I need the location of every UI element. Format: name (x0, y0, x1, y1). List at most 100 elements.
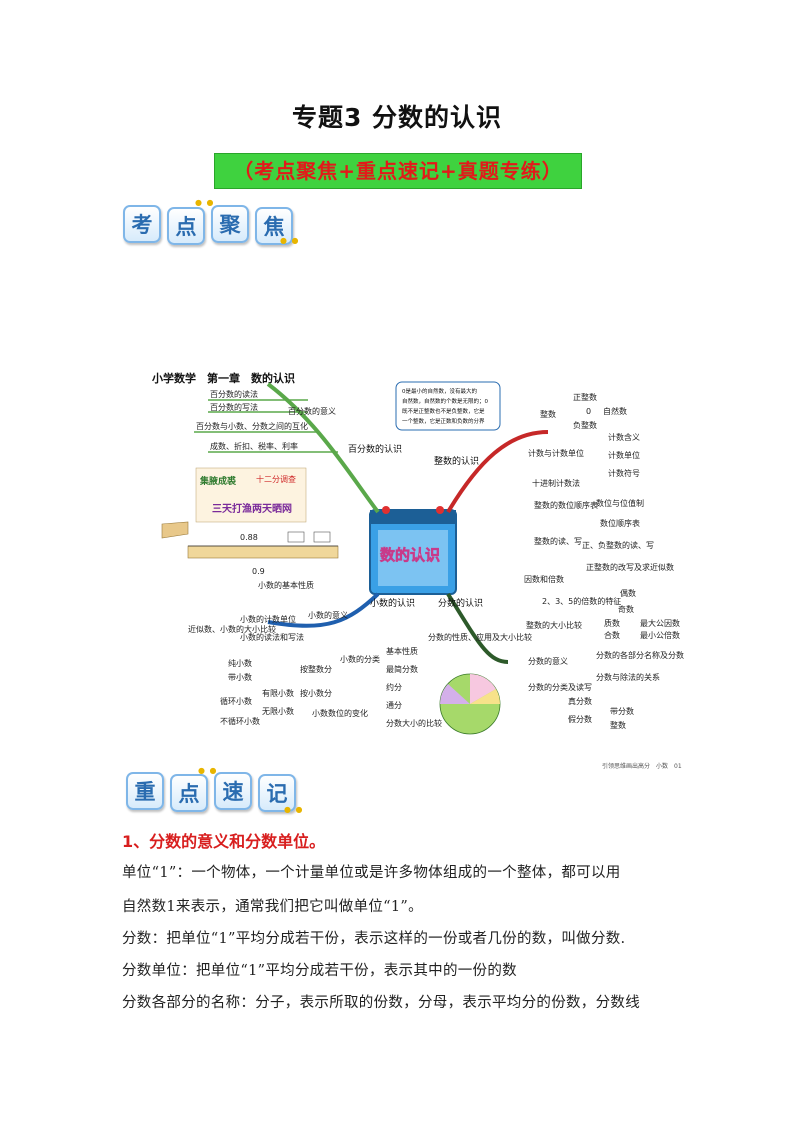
integer-item: 最大公因数 (640, 618, 680, 628)
fraction-item: 假分数 (568, 714, 592, 724)
stamp-text: 三天打渔两天晒网 (212, 502, 292, 515)
section-tile: 记 (258, 774, 296, 812)
subtitle-banner: （考点聚焦+重点速记+真题专练） (214, 153, 582, 189)
fraction-pie-image (439, 673, 501, 735)
integer-item: 最小公倍数 (640, 630, 680, 640)
decimal-item: 小数的意义 (308, 610, 348, 620)
ruler-image: 0.88 0.9 (161, 521, 339, 576)
center-title: 数的认识 (380, 546, 440, 564)
mindmap-footer: 引领思维画出高分 小数 01 (602, 762, 682, 770)
ruler-label: 0.88 (240, 533, 258, 542)
section-tile: 重 (126, 772, 164, 810)
section-tile: 点 (170, 774, 208, 812)
notes-line: 分数单位：把单位“1”平均分成若干份，表示其中的一份的数 (122, 963, 517, 979)
integer-item: 2、3、5的倍数的特征 (542, 596, 621, 606)
callout-line: 0是最小的自然数，没有最大的 (402, 387, 478, 395)
notes-line: 单位“1”：一个物体，一个计量单位或是许多物体组成的一个整体，都可以用 (122, 865, 621, 881)
integer-item: 整数 (540, 409, 556, 419)
decimal-item: 有限小数 (262, 688, 294, 698)
integer-item: 计数单位 (608, 450, 640, 460)
fraction-item: 最简分数 (386, 664, 418, 674)
integer-item: 整数的大小比较 (526, 620, 582, 630)
center-calendar: 数的认识 (369, 506, 457, 595)
stamp-red: 集腋成裘 (199, 475, 237, 487)
percent-item: 百分数的意义 (288, 406, 336, 416)
fraction-item: 分数的性质、应用及大小比较 (428, 632, 532, 642)
integer-item: 负整数 (573, 420, 597, 430)
percent-item: 百分数的写法 (210, 402, 258, 412)
section-tile: 聚 (211, 205, 249, 243)
decor-dots-icon: ● ● (280, 236, 300, 245)
integer-item: 合数 (604, 630, 620, 640)
percent-item: 成数、折扣、税率、利率 (210, 441, 298, 451)
percent-item: 百分数的读法 (210, 389, 258, 399)
decimal-item: 按整数分 (300, 664, 332, 674)
stamp-top: 十二分调查 (256, 474, 296, 484)
integer-item: 自然数 (603, 406, 627, 416)
decimal-item: 小数数位的变化 (312, 708, 368, 718)
fraction-item: 通分 (386, 700, 402, 710)
percent-item: 百分数与小数、分数之间的互化 (196, 421, 308, 431)
callout-line: 自然数，自然数的个数是无限的；0 (402, 397, 489, 405)
integer-item: 整数的读、写 (534, 536, 582, 546)
decimal-item: 按小数分 (300, 688, 332, 698)
section-tiles-notes: 重 点 速 记 (126, 772, 296, 812)
callout-line: 一个整数，它是正数和负数的分界 (402, 417, 485, 425)
fraction-item: 基本性质 (386, 646, 418, 656)
mindmap-heading: 小学数学 第一章 数的认识 (151, 371, 295, 385)
decimal-item: 近似数、小数的大小比较 (188, 624, 276, 634)
fraction-item: 分数的分类及读写 (528, 682, 592, 692)
fraction-item: 整数 (610, 720, 626, 730)
fraction-item: 分数大小的比较 (386, 718, 442, 728)
fraction-item: 约分 (386, 682, 402, 692)
integer-item: 十进制计数法 (532, 478, 580, 488)
integer-item: 因数和倍数 (524, 574, 564, 584)
ruler-label: 0.9 (252, 567, 265, 576)
fraction-item: 分数的意义 (528, 656, 568, 666)
section-tile: 焦 (255, 207, 293, 245)
section-tile: 速 (214, 772, 252, 810)
fraction-item: 带分数 (610, 706, 634, 716)
integer-item: 计数含义 (608, 432, 640, 442)
decimal-item: 无限小数 (262, 706, 294, 716)
decimal-item: 小数的计数单位 (240, 614, 296, 624)
integer-node: 整数的认识 (434, 455, 479, 467)
decor-dots-icon: ● ● (198, 766, 218, 775)
integer-item: 0 (586, 407, 591, 416)
fraction-item: 分数与除法的关系 (596, 672, 660, 682)
decor-dots-icon: ● ● (284, 805, 304, 814)
notes-heading: 1、分数的意义和分数单位。 (122, 832, 326, 851)
integer-item: 正整数 (573, 392, 597, 402)
integer-item: 数位与位值制 (596, 498, 644, 508)
callout-line: 既不是正整数也不是负整数，它是 (402, 407, 485, 415)
integer-item: 整数的数位顺序表 (534, 500, 598, 510)
section-tile: 点 (167, 207, 205, 245)
integer-item: 计数符号 (608, 468, 640, 478)
fraction-node: 分数的认识 (438, 597, 483, 609)
page-title: 专题3 分数的认识 (291, 103, 503, 132)
decimal-item: 小数的读法和写法 (240, 632, 304, 642)
integer-item: 正整数的改写及求近似数 (586, 562, 674, 572)
decimal-item: 小数的分类 (340, 654, 380, 664)
decimal-item: 小数的基本性质 (258, 580, 314, 590)
notes-line: 分数各部分的名称：分子，表示所取的份数，分母，表示平均分的份数，分数线 (122, 995, 640, 1011)
section-tiles-focus: 考 点 聚 焦 (123, 205, 293, 245)
decimal-node: 小数的认识 (370, 597, 415, 609)
integer-item: 偶数 (620, 588, 636, 598)
decimal-item: 循环小数 (220, 696, 252, 706)
integer-item: 数位顺序表 (600, 518, 640, 528)
percent-node: 百分数的认识 (348, 443, 402, 455)
decimal-item: 不循环小数 (220, 716, 260, 726)
decimal-item: 纯小数 (228, 658, 252, 668)
decor-dots-icon: ● ● (195, 198, 215, 207)
fraction-item: 分数的各部分名称及分数单位 (596, 650, 684, 660)
integer-item: 奇数 (618, 604, 634, 614)
decimal-item: 带小数 (228, 672, 252, 682)
integer-item: 正、负整数的读、写 (582, 540, 654, 550)
section-tile: 考 (123, 205, 161, 243)
notes-line: 分数：把单位“1”平均分成若干份，表示这样的一份或者几份的数，叫做分数. (122, 931, 626, 947)
fraction-item: 真分数 (568, 696, 592, 706)
notes-line: 自然数1来表示，通常我们把它叫做单位“1”。 (122, 899, 423, 915)
integer-item: 计数与计数单位 (528, 448, 584, 458)
mind-map: 小学数学 第一章 数的认识 数的认识 百分数的认识 百分数的读法 百分数的写法 … (151, 371, 684, 770)
